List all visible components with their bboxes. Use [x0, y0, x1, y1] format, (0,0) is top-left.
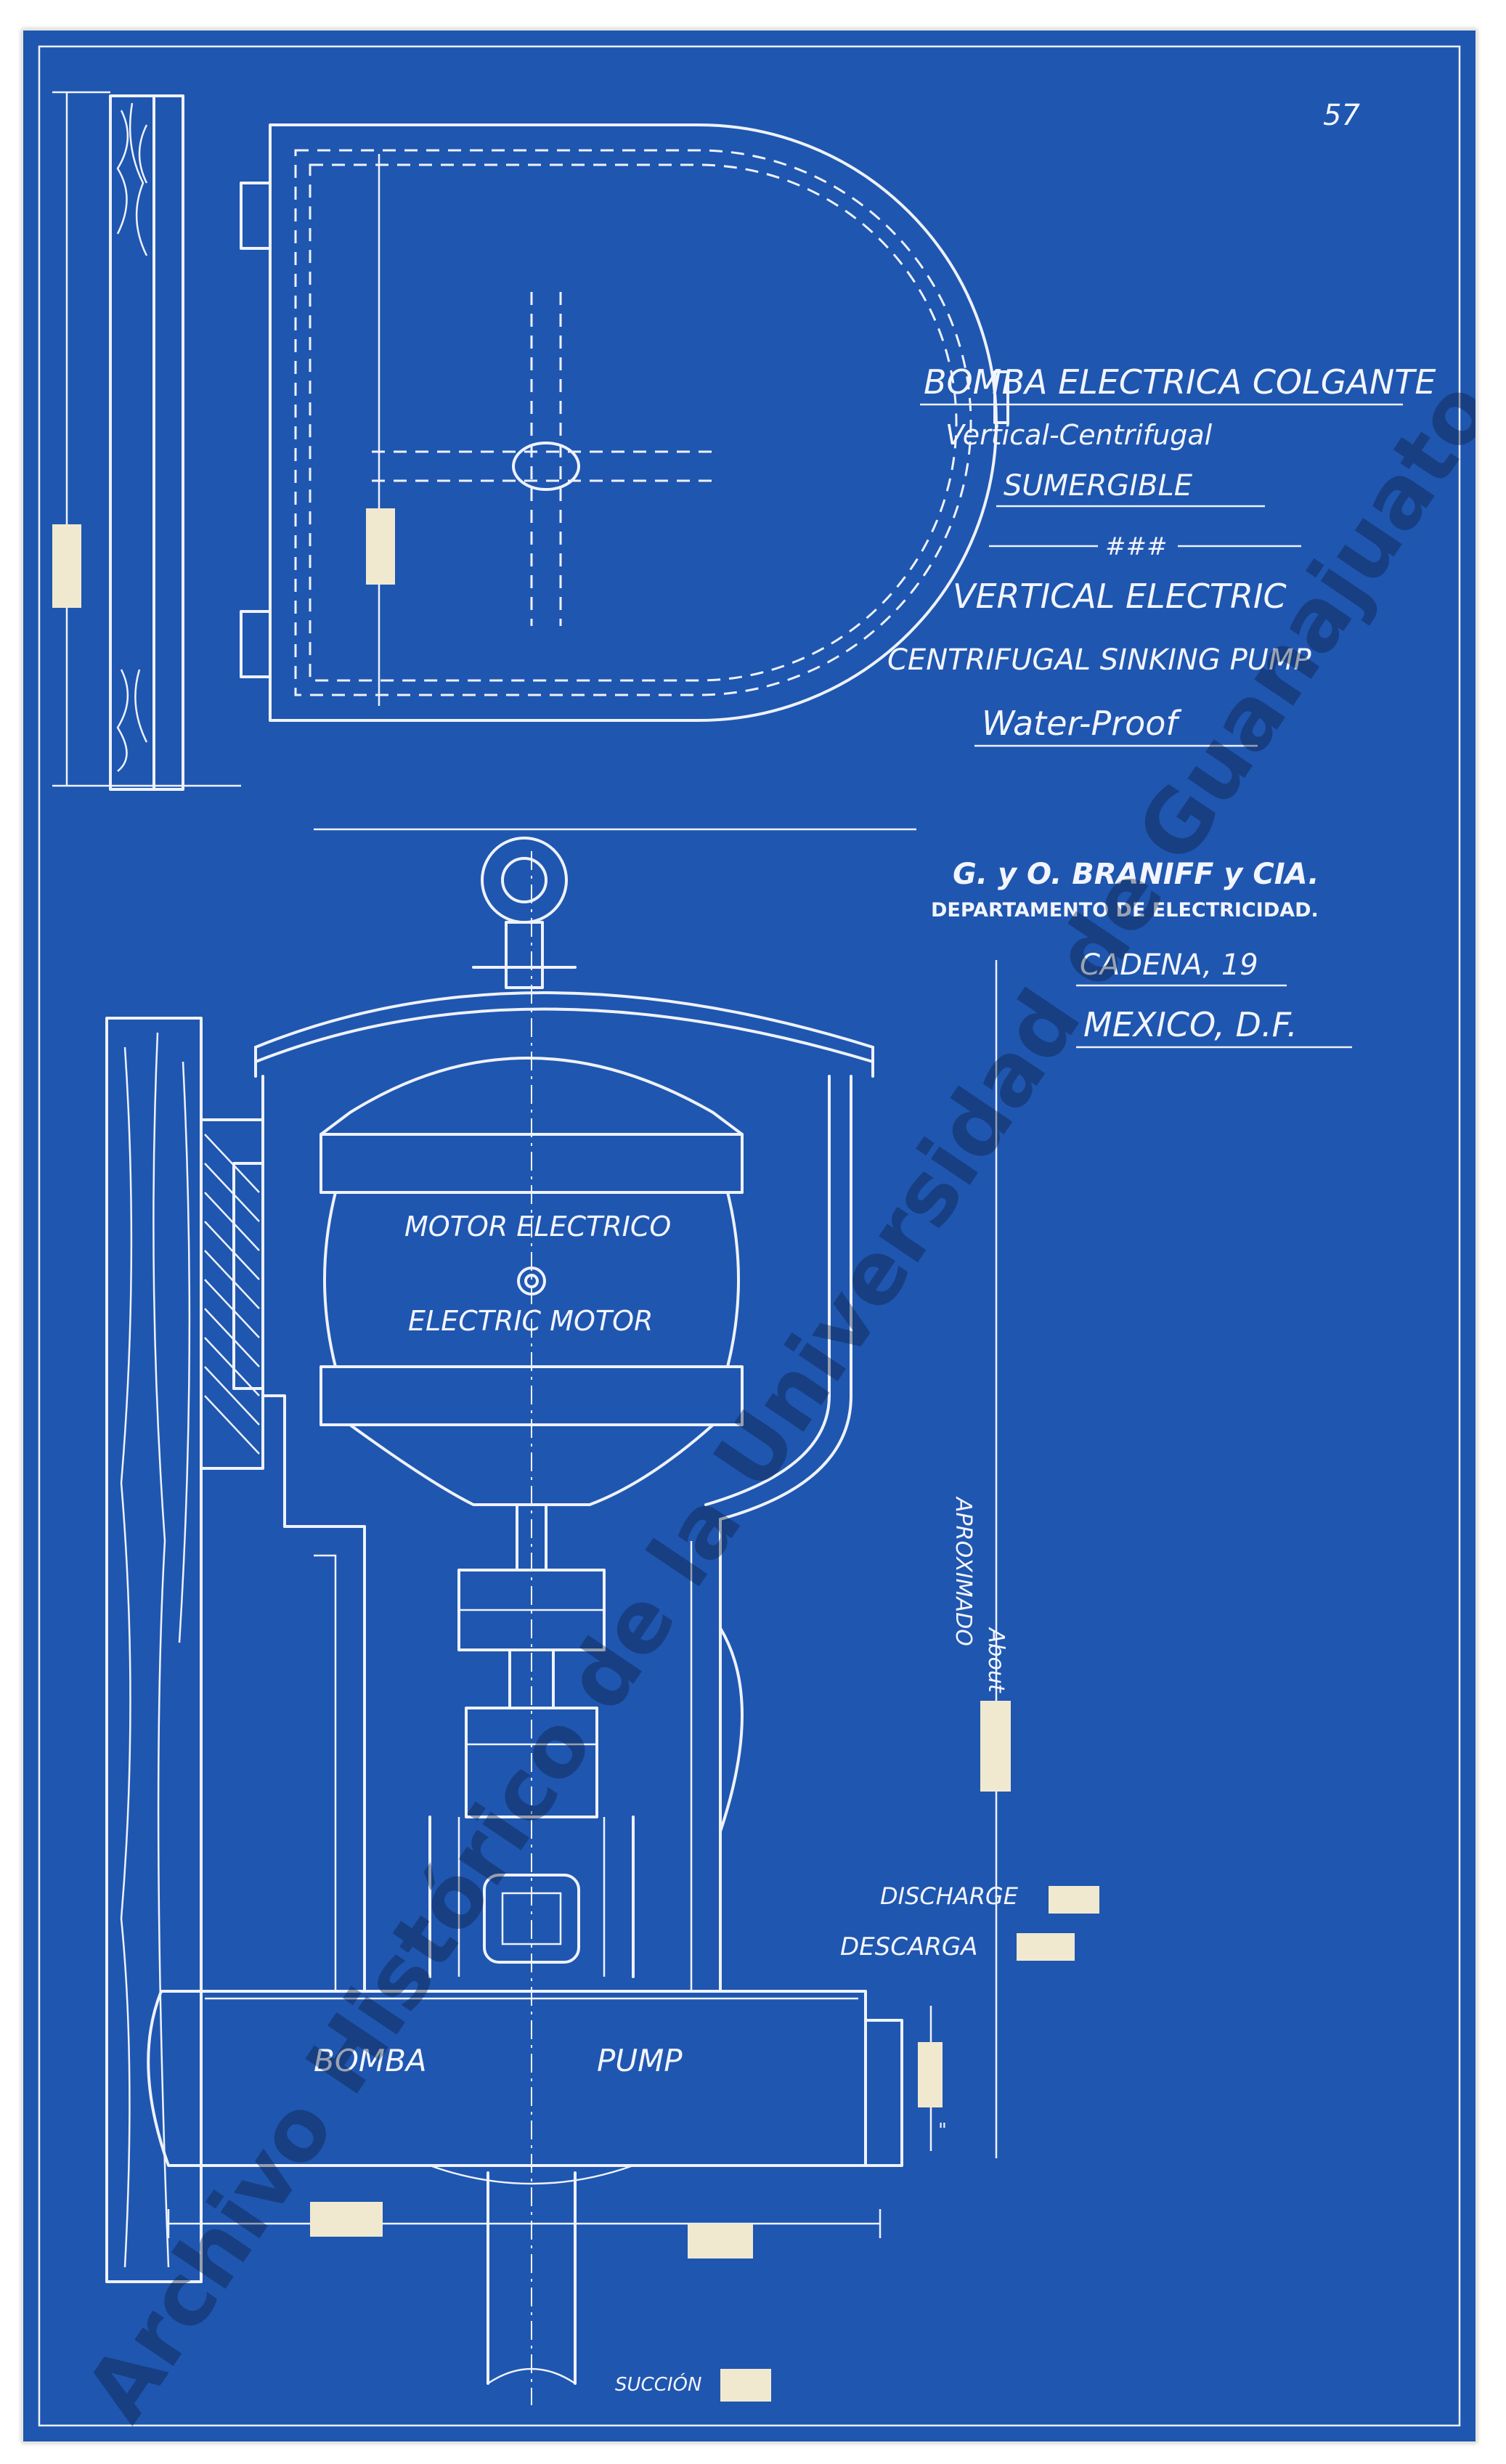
- title-line2: Vertical-Centrifugal: [945, 419, 1213, 451]
- label-motor-es: MOTOR ELECTRICO: [404, 1211, 671, 1243]
- label-discharge-es: DESCARGA: [840, 1932, 977, 1961]
- electric-motor-top: [319, 1057, 744, 1136]
- watermark: Archivo Histórico de la Universidad de G…: [66, 363, 1476, 2439]
- company-city: MEXICO, D.F.: [1083, 1005, 1298, 1044]
- blueprint-drawing: 57 BOMBA ELECTRICA COLGANTE Vertical-Cen: [38, 45, 1476, 2439]
- company-block: G. y O. BRANIFF y CIA. DEPARTAMENTO DE E…: [931, 858, 1352, 1049]
- inch-mark: ": [938, 2120, 947, 2142]
- title-line5: CENTRIFUGAL SINKING PUMP: [887, 643, 1311, 677]
- title-line3: SUMERGIBLE: [1004, 469, 1193, 503]
- tank-outline-plan: [269, 123, 998, 722]
- pump-base: [147, 1990, 867, 2167]
- wood-post: [105, 1017, 203, 2283]
- motor-housing: [261, 1075, 286, 1528]
- label-discharge-en: DISCHARGE: [880, 1882, 1019, 1910]
- wood-beam-plan: [109, 94, 155, 791]
- company-street: CADENA, 19: [1080, 948, 1258, 982]
- title-separator: ###: [1105, 532, 1167, 561]
- label-pump-es: BOMBA: [314, 2043, 427, 2078]
- title-line6: Water-Proof: [982, 704, 1181, 743]
- title-line1: BOMBA ELECTRICA COLGANTE: [924, 362, 1436, 402]
- motor-housing-lid: [254, 991, 874, 1049]
- label-pump-en: PUMP: [597, 2043, 683, 2078]
- label-height-es: APROXIMADO: [951, 1496, 976, 1646]
- label-motor-en: ELECTRIC MOTOR: [408, 1305, 653, 1337]
- page-number: 57: [1323, 99, 1360, 132]
- inner-border: [38, 45, 1461, 2427]
- bearing-block: [465, 1707, 598, 1818]
- title-block: BOMBA ELECTRICA COLGANTE Vertical-Centri…: [887, 362, 1436, 747]
- impeller: [483, 1874, 580, 1964]
- suction-pipe: [487, 2171, 577, 2385]
- lifting-eye: [481, 837, 568, 924]
- label-suction: SUCCIÓN: [615, 2372, 701, 2396]
- plan-view: [52, 91, 1009, 791]
- company-name: G. y O. BRANIFF y CIA.: [953, 858, 1319, 891]
- company-department: DEPARTAMENTO DE ELECTRICIDAD.: [931, 899, 1319, 922]
- elevation-view: MOTOR ELECTRICO ELECTRIC MOTOR BOMBA PUM…: [105, 828, 1099, 2405]
- blueprint-sheet: 57 BOMBA ELECTRICA COLGANTE Vertical-Cen: [22, 29, 1477, 2443]
- title-line4: VERTICAL ELECTRIC: [953, 577, 1287, 616]
- label-height-en: About: [983, 1627, 1009, 1694]
